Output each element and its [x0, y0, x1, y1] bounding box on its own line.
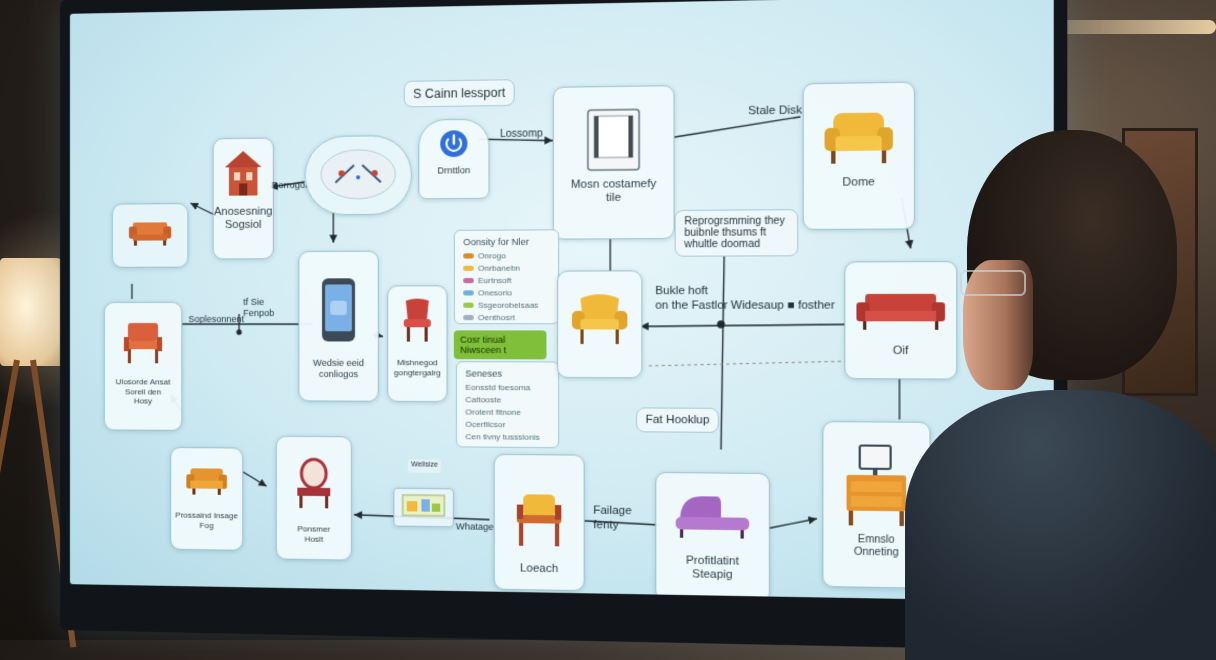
junction-dot — [718, 321, 724, 327]
top-title-text: S Cainn lessport — [413, 85, 505, 101]
wire-monitor-stale — [675, 117, 801, 137]
yellow-armchair-icon — [570, 290, 630, 346]
phone-icon — [320, 276, 357, 343]
tile-fenpob-label: tf Sie Fenpob — [243, 297, 274, 320]
legend-row-text: Eurtnsoft — [478, 276, 512, 285]
failage-label: Failage fenty — [593, 504, 632, 533]
armchair-icon — [820, 106, 897, 166]
notes-row-text: Ocerfilcsor — [465, 420, 505, 430]
stale-disk-label: Stale Disk — [748, 104, 802, 119]
floor-lamp — [0, 258, 66, 366]
top-title-box: S Cainn lessport — [404, 79, 515, 107]
house-node[interactable]: Anosesning Sogsiol — [213, 138, 274, 260]
brain-node[interactable] — [305, 135, 413, 215]
sofa-icon — [127, 212, 173, 246]
armchair-top-label: Dome — [838, 176, 879, 190]
sofa-node[interactable] — [112, 203, 188, 268]
junction-dot-left — [237, 330, 241, 334]
fat-hooklup-box: Fat Hooklup — [636, 407, 719, 433]
soplesonnent-label: Soplesonnent — [188, 314, 244, 325]
phone-label: Wedsie eeid conliogos — [309, 358, 368, 380]
monitor-icon — [584, 107, 644, 172]
chair-left-node[interactable]: Ulosorde Ansat Sorell den Hosy — [104, 302, 182, 431]
legend-row: Onesorio — [463, 288, 549, 297]
wire-vertical-center — [721, 251, 724, 449]
vanity-node[interactable]: Ponsmer Hoslt — [276, 436, 352, 561]
notes-row: Cattooste — [465, 395, 549, 405]
legend-row-text: Ssgeorobelsaas — [478, 301, 538, 310]
desk-label: Emnslo Onneting — [849, 534, 903, 560]
dining-chair-label: Loeach — [516, 562, 563, 576]
reprogramming-box: Reprogrsmming they buibnle thsums ft whu… — [675, 209, 799, 257]
desk-computer-icon — [842, 443, 910, 528]
red-chair-node[interactable]: Mishnegod gongtergalrg — [387, 285, 447, 402]
notes-row: Eonsstd foesoma — [465, 383, 549, 393]
purple-couch-icon — [674, 492, 752, 541]
fosther-label: Widesaup ■ fosther — [731, 299, 835, 313]
legend-title: Oonsity for Nler — [463, 237, 549, 248]
reprogramming-text: Reprogrsmming they buibnle thsums ft whu… — [684, 215, 785, 250]
mini-image-icon — [401, 493, 447, 518]
person-glasses — [960, 270, 1026, 296]
monitor-label: Mosn costamefy tile — [567, 178, 661, 206]
red-chair-icon — [398, 297, 438, 344]
wire-purple-desk — [768, 518, 817, 529]
notes-row: Ocerfilcsor — [465, 420, 549, 430]
wire-vanity-loveseat — [241, 471, 267, 486]
legend-panel: Oonsity for Nler Onrogo Onrbanebn Eurtns… — [454, 229, 559, 324]
armchair-top-node[interactable]: Dome — [803, 82, 915, 230]
red-chair-label: Mishnegod gongtergalrg — [390, 358, 445, 378]
notes-row-text: Cattooste — [465, 395, 501, 404]
legend-row: Onrogo — [463, 251, 549, 261]
power-node[interactable]: Drnttlon — [418, 119, 489, 200]
wire-redsofa-yellowchair — [640, 324, 844, 326]
house-label: Anosesning Sogsiol — [210, 205, 277, 232]
monitor-node[interactable]: Mosn costamefy tile — [553, 85, 675, 240]
legend-row: Eurtnsoft — [463, 276, 549, 285]
whatage-label: Whatage — [456, 521, 494, 533]
notes-row: Cen tivny tusssionis — [465, 432, 549, 442]
purple-couch-label: Profitlatint Steapig — [682, 554, 744, 582]
phone-node[interactable]: Wedsie eeid conliogos — [298, 251, 378, 402]
mini-title-label: Wellsize — [408, 459, 441, 472]
loveseat-node[interactable]: Prossaind Insage Fog — [170, 447, 243, 551]
lossomp-label: Lossomp — [500, 128, 543, 141]
person-shoulders — [905, 390, 1216, 660]
notes-row-text: Cen tivny tusssionis — [465, 432, 539, 442]
power-label: Drnttlon — [433, 165, 474, 176]
notes-row-text: Orotent fitnone — [465, 407, 521, 417]
legend-row-text: Onesorio — [478, 288, 512, 297]
loveseat-label: Prossaind Insage Fog — [171, 510, 242, 530]
fat-hooklup-text: Fat Hooklup — [646, 414, 710, 427]
vanity-mirror-icon — [293, 457, 334, 510]
loveseat-icon — [184, 464, 229, 497]
notes-title: Seneses — [465, 368, 549, 379]
vanity-label: Ponsmer Hoslt — [293, 524, 334, 544]
status-green-bar: Cosr tinual Niwsceen t — [454, 330, 547, 359]
legend-row-text: Onrbanebn — [478, 263, 520, 272]
mini-panel-node[interactable] — [393, 488, 453, 528]
legend-row: Ssgeorobelsaas — [463, 301, 549, 310]
power-icon — [438, 128, 469, 159]
notes-row: Orotent fitnone — [465, 407, 549, 417]
purple-couch-node[interactable]: Profitlatint Steapig — [655, 472, 770, 602]
house-icon — [223, 147, 264, 200]
brain-icon — [317, 146, 400, 202]
yellow-chair-node[interactable] — [557, 270, 642, 378]
legend-row: Oenthosrt — [463, 313, 549, 322]
legend-row: Onrbanebn — [463, 263, 549, 273]
dining-chair-icon — [511, 490, 568, 549]
person-viewer — [905, 120, 1216, 650]
dining-chair-node[interactable]: Loeach — [494, 454, 585, 591]
bukle-label: Bukle hoft on the Fastlor — [655, 285, 728, 314]
legend-row-text: Oenthosrt — [478, 313, 515, 322]
wooden-chair-icon — [120, 319, 166, 365]
chair-left-label: Ulosorde Ansat Sorell den Hosy — [112, 377, 175, 406]
notes-panel: Seneses Eonsstd foesoma Cattooste Oroten… — [456, 361, 559, 448]
legend-row-text: Onrogo — [478, 251, 506, 260]
notes-row-text: Eonsstd foesoma — [465, 383, 530, 393]
dashed-wire — [649, 361, 845, 367]
